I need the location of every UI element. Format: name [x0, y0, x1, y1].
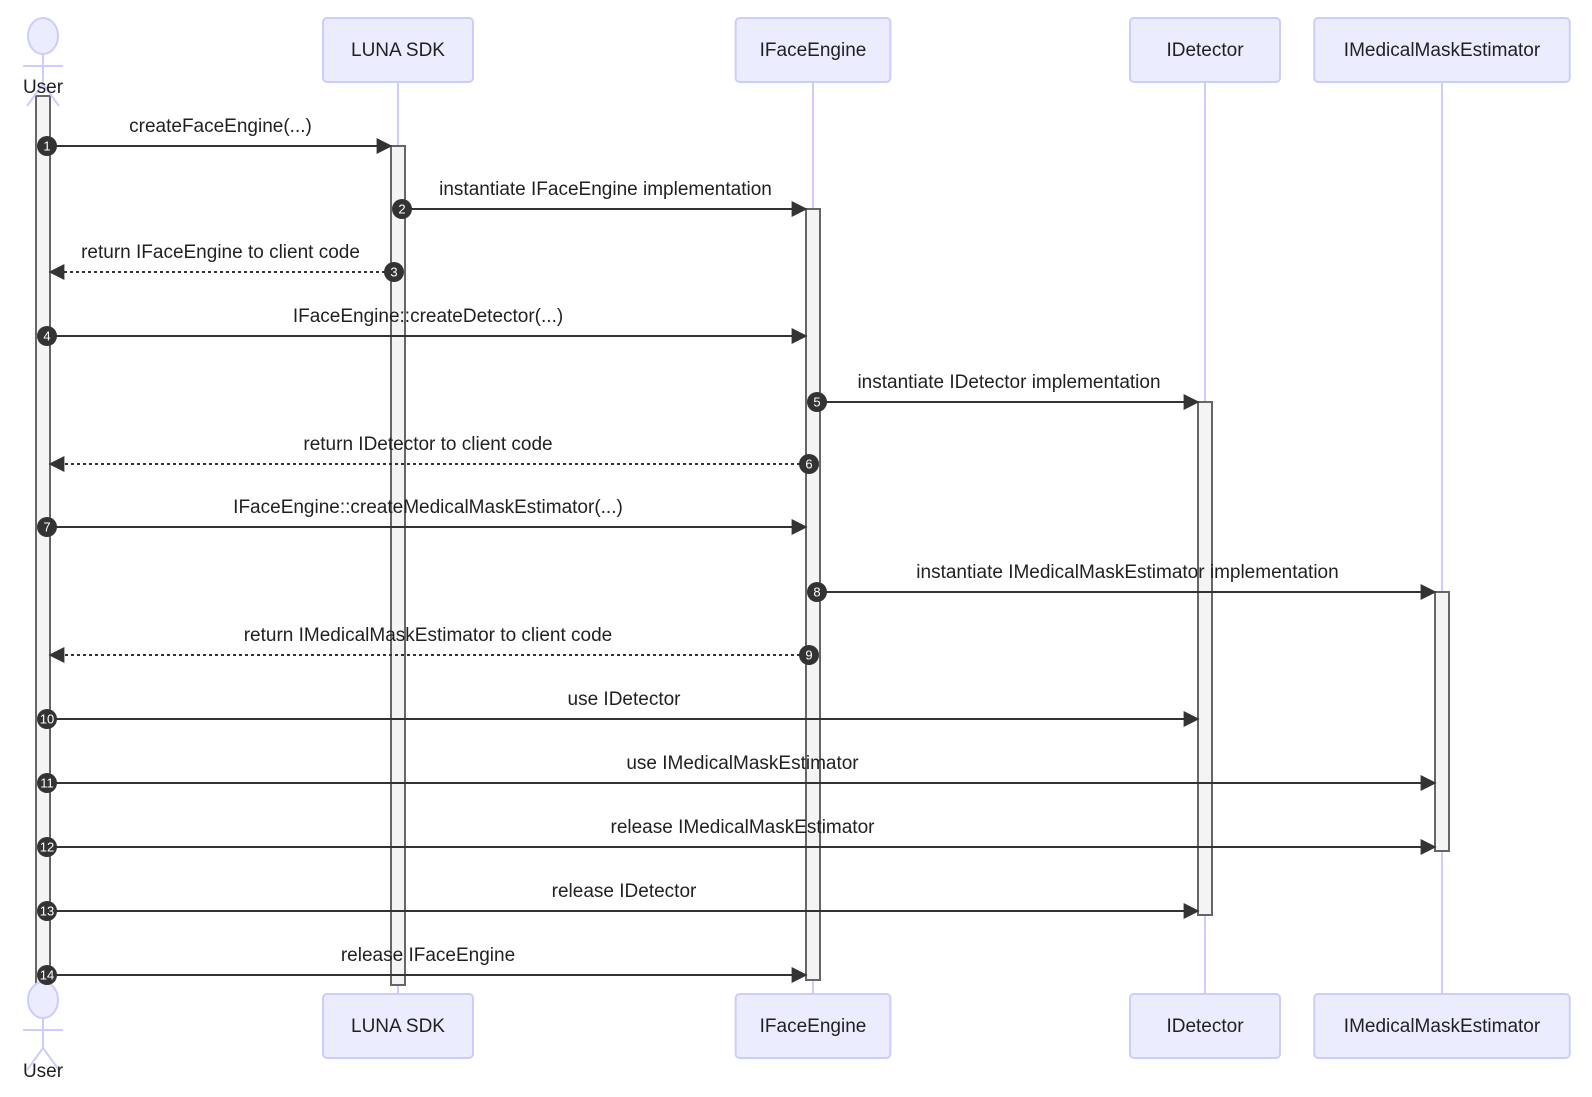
participant-luna-bottom[interactable]: LUNA SDK	[322, 993, 474, 1059]
sequence-number-3: 3	[390, 264, 397, 279]
participant-label-engine: IFaceEngine	[760, 40, 867, 61]
sequence-marker-6	[799, 454, 819, 474]
message-label-3: return IFaceEngine to client code	[81, 242, 360, 263]
message-7[interactable]: IFaceEngine::createMedicalMaskEstimator(…	[37, 497, 808, 537]
sequence-marker-1	[37, 136, 57, 156]
participant-box-estimator	[1313, 993, 1571, 1059]
participant-label-luna: LUNA SDK	[351, 1016, 445, 1037]
message-label-11: use IMedicalMaskEstimator	[626, 753, 859, 774]
sequence-marker-14	[37, 965, 57, 985]
participant-label-estimator: IMedicalMaskEstimator	[1344, 1016, 1541, 1037]
activation-bar-estimator	[1434, 591, 1450, 852]
actor-label-user: User	[23, 1061, 64, 1082]
message-label-1: createFaceEngine(...)	[129, 116, 312, 137]
activation-bar-luna	[390, 145, 406, 986]
participant-box-engine	[734, 17, 892, 83]
sequence-marker-2	[392, 199, 412, 219]
lifelines-group	[42, 82, 1443, 994]
participant-detector-bottom[interactable]: IDetector	[1129, 993, 1281, 1059]
actor-head-icon	[27, 981, 59, 1019]
message-label-8: instantiate IMedicalMaskEstimator implem…	[916, 562, 1338, 583]
participant-label-engine: IFaceEngine	[760, 1016, 867, 1037]
participant-box-detector	[1129, 993, 1281, 1059]
message-6[interactable]: return IDetector to client code 6	[48, 434, 819, 474]
sequence-number-10: 10	[40, 711, 54, 726]
sequence-marker-12	[37, 837, 57, 857]
participants-bottom-group: User LUNA SDK IFaceEngine IDetector IMedical…	[23, 981, 1571, 1082]
sequence-marker-9	[799, 645, 819, 665]
sequence-marker-7	[37, 517, 57, 537]
sequence-number-13: 13	[40, 903, 54, 918]
message-10[interactable]: use IDetector 10	[37, 689, 1200, 729]
activations-group	[35, 95, 1450, 986]
sequence-marker-5	[807, 392, 827, 412]
actor-body-icon	[23, 54, 63, 107]
participant-detector-top[interactable]: IDetector	[1129, 17, 1281, 83]
message-8[interactable]: instantiate IMedicalMaskEstimator implem…	[807, 562, 1437, 602]
activation-bar-detector	[1197, 401, 1213, 916]
sequence-number-7: 7	[43, 519, 50, 534]
sequence-marker-10	[37, 709, 57, 729]
message-label-10: use IDetector	[568, 689, 682, 710]
message-label-12: release IMedicalMaskEstimator	[611, 817, 876, 838]
participant-estimator-top[interactable]: IMedicalMaskEstimator	[1313, 17, 1571, 83]
message-label-14: release IFaceEngine	[341, 945, 515, 966]
participant-box-luna	[322, 17, 474, 83]
actor-head-icon	[27, 17, 59, 55]
sequence-number-6: 6	[805, 456, 812, 471]
message-11[interactable]: use IMedicalMaskEstimator 11	[37, 753, 1437, 793]
participant-label-estimator: IMedicalMaskEstimator	[1344, 40, 1541, 61]
participant-label-luna: LUNA SDK	[351, 40, 445, 61]
message-label-13: release IDetector	[552, 881, 697, 902]
sequence-marker-11	[37, 773, 57, 793]
message-9[interactable]: return IMedicalMaskEstimator to client c…	[48, 625, 819, 665]
message-4[interactable]: IFaceEngine::createDetector(...)4	[37, 306, 808, 346]
actor-body-icon	[23, 1018, 63, 1071]
message-label-2: instantiate IFaceEngine implementation	[439, 179, 772, 200]
sequence-number-1: 1	[43, 138, 50, 153]
participant-engine-top[interactable]: IFaceEngine	[734, 17, 892, 83]
message-14[interactable]: release IFaceEngine 14	[37, 945, 808, 985]
message-label-7: IFaceEngine::createMedicalMaskEstimator(…	[233, 497, 623, 518]
message-2[interactable]: instantiate IFaceEngine implementation 2	[392, 179, 808, 219]
sequence-number-5: 5	[813, 394, 820, 409]
participant-box-engine	[734, 993, 892, 1059]
participant-label-detector: IDetector	[1166, 1016, 1244, 1037]
participant-luna-top[interactable]: LUNA SDK	[322, 17, 474, 83]
sequence-marker-3	[384, 262, 404, 282]
sequence-marker-13	[37, 901, 57, 921]
message-13[interactable]: release IDetector 13	[37, 881, 1200, 921]
participant-box-estimator	[1313, 17, 1571, 83]
sequence-marker-4	[37, 326, 57, 346]
message-12[interactable]: release IMedicalMaskEstimator 12	[37, 817, 1437, 857]
message-1[interactable]: createFaceEngine(...) 1	[37, 116, 393, 156]
participant-box-detector	[1129, 17, 1281, 83]
message-label-5: instantiate IDetector implementation	[857, 372, 1160, 393]
participant-box-luna	[322, 993, 474, 1059]
message-5[interactable]: instantiate IDetector implementation 5	[807, 372, 1200, 412]
message-3[interactable]: return IFaceEngine to client code 3	[48, 242, 404, 282]
participant-label-detector: IDetector	[1166, 40, 1244, 61]
message-label-9: return IMedicalMaskEstimator to client c…	[244, 625, 613, 646]
actor-user-top[interactable]: User	[23, 17, 64, 107]
sequence-number-8: 8	[813, 584, 820, 599]
sequence-number-14: 14	[40, 967, 54, 982]
participant-estimator-bottom[interactable]: IMedicalMaskEstimator	[1313, 993, 1571, 1059]
message-label-6: return IDetector to client code	[303, 434, 552, 455]
sequence-number-9: 9	[805, 647, 812, 662]
participants-top-group: User LUNA SDK IFaceEngine IDetector IMedical…	[23, 17, 1571, 107]
sequence-number-11: 11	[40, 775, 54, 790]
sequence-number-12: 12	[40, 839, 54, 854]
message-label-4: IFaceEngine::createDetector(...)	[293, 306, 563, 327]
actor-label-user: User	[23, 77, 64, 98]
actor-user-bottom[interactable]: User	[23, 981, 64, 1082]
sequence-marker-8	[807, 582, 827, 602]
sequence-number-4: 4	[43, 328, 50, 343]
participant-engine-bottom[interactable]: IFaceEngine	[734, 993, 892, 1059]
sequence-number-2: 2	[398, 201, 405, 216]
messages-group: createFaceEngine(...) 1 instantiate IFaceE…	[37, 116, 1437, 985]
